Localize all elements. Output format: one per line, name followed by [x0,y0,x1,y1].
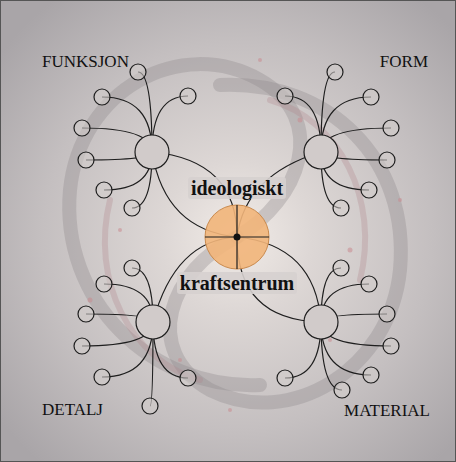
centre-text: kraftsentrum [177,272,297,294]
corner-label: DETALJ [42,400,103,420]
corner-label: FUNKSJON [42,52,129,72]
centre-text: ideologiskt [188,177,286,199]
corner-label: MATERIAL [344,401,430,421]
power-centre-circle [204,204,270,270]
circle-outline [204,204,270,270]
centre-node: ideologiskt kraftsentrum [177,177,297,294]
corner-label: FORM [380,52,428,72]
